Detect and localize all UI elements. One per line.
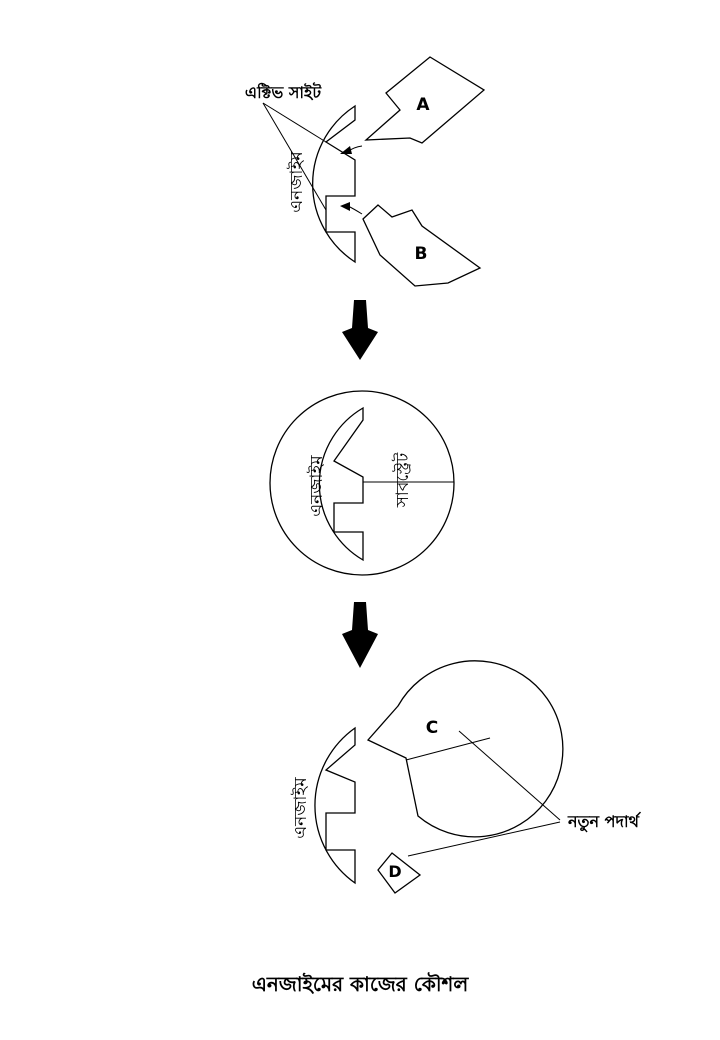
enzyme-shape-1 [311,104,356,264]
label-c: C [426,718,438,738]
new-substance-pointer-d [407,821,561,857]
stage-1: এনজাইম A B এক্টিভ সাইট [245,56,486,287]
active-site-pointer-2 [262,102,327,211]
product-c-divider [405,737,491,761]
figure-caption: এনজাইমের কাজের কৌশল [252,972,470,996]
stage-3: এনজাইম C D নতুন পদার্থ [291,660,641,894]
active-site-pointer-1 [262,102,327,143]
new-substance-label: নতুন পদার্থ [567,811,641,833]
label-a: A [416,95,430,115]
substrate-b-shape [362,204,482,287]
product-d-shape [377,852,422,894]
curved-arrow-b-head [340,202,350,211]
substrate-a-shape [364,56,486,144]
curved-arrow-a-head [340,146,352,154]
enzyme-shape-3 [314,726,356,885]
enzyme-label-1: এনজাইম [287,151,307,213]
active-site-label: এক্টিভ সাইট [245,82,322,102]
down-arrow-1 [342,300,378,360]
enzyme-label-3: এনজাইম [291,777,311,839]
enzyme-shape-2 [318,406,364,562]
enzyme-label-2: এনজাইম [307,455,327,517]
curved-arrow-b [347,205,363,215]
product-c-shape [366,660,564,838]
stage-2: এনজাইম সাবস্ট্রেট [269,390,455,576]
label-b: B [415,244,428,264]
label-d: D [388,862,401,881]
new-substance-pointer-c [458,730,561,821]
down-arrow-2 [342,602,378,668]
substrate-label: সাবস্ট্রেট [392,452,413,508]
